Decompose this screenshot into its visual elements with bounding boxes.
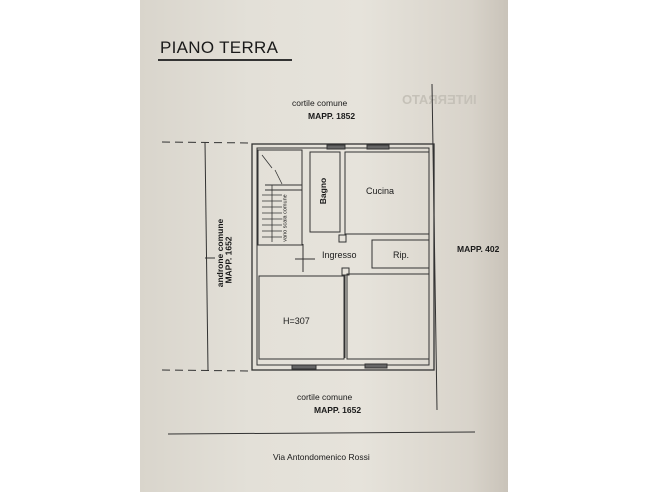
title-underline: [158, 59, 292, 61]
south-label: cortile comune: [297, 392, 353, 402]
paper-sheet: [140, 0, 508, 492]
north-mapp: MAPP. 1852: [308, 111, 356, 121]
room-bagno: Bagno: [318, 177, 329, 205]
north-label: cortile comune: [292, 98, 348, 108]
south-mapp: MAPP. 1652: [314, 405, 362, 415]
east-mapp: MAPP. 402: [457, 244, 500, 254]
room-ingresso: Ingresso: [322, 250, 357, 260]
plan-title: PIANO TERRA: [160, 38, 279, 57]
room-height: H=307: [283, 316, 310, 326]
west-mapp: MAPP. 1652: [223, 236, 234, 284]
room-ripostiglio: Rip.: [393, 250, 410, 260]
room-stair: vano scala comune: [282, 194, 289, 242]
room-cucina: Cucina: [366, 186, 395, 196]
street-name: Via Antondomenico Rossi: [273, 452, 370, 462]
